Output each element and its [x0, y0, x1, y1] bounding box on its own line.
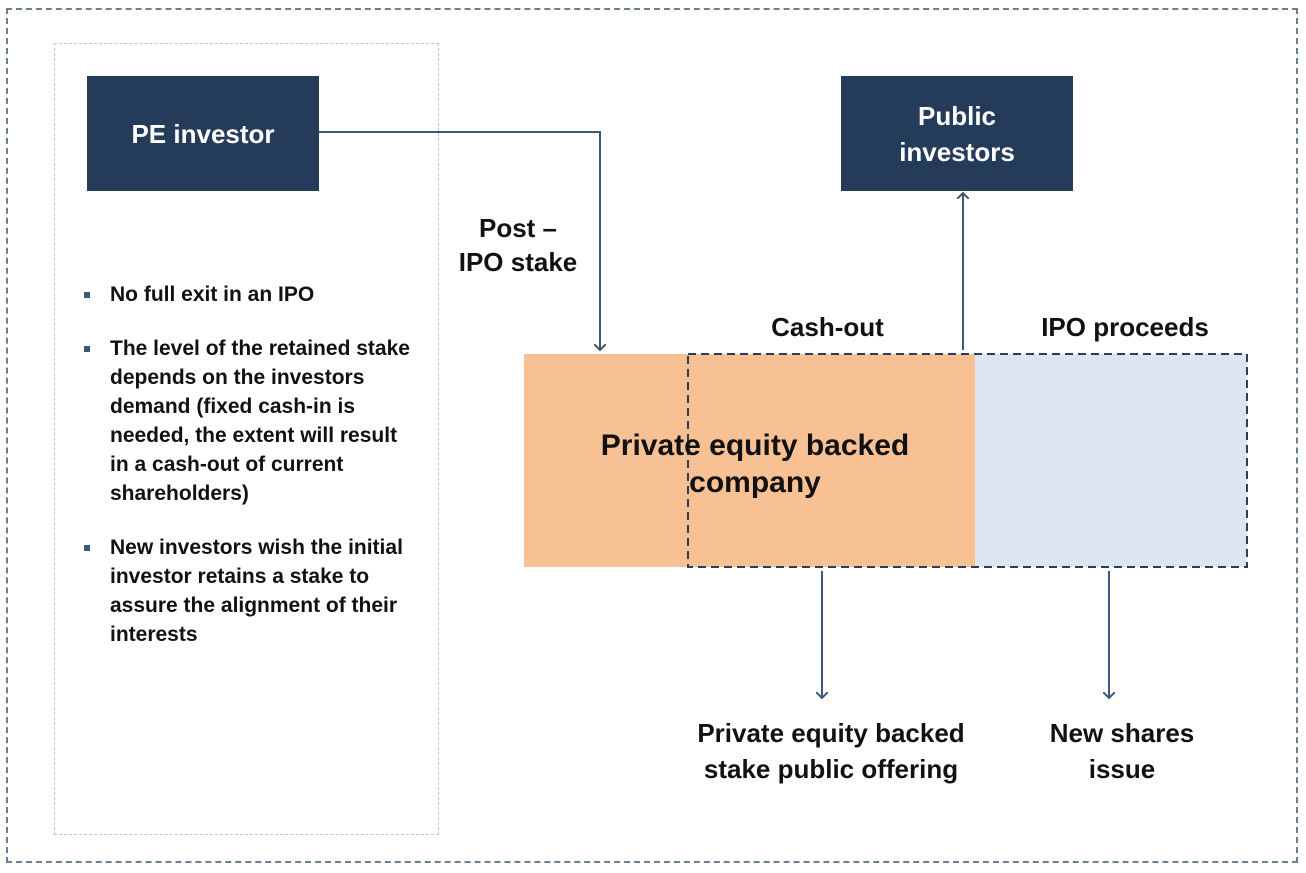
note-text: New investors wish the initial investor …	[110, 536, 403, 646]
pe-investor-box: PE investor	[87, 76, 319, 191]
post-ipo-stake-arrow	[319, 131, 600, 350]
pe-investor-label: PE investor	[131, 118, 275, 149]
outer-frame	[6, 8, 1298, 863]
bullet-icon	[84, 346, 90, 352]
ipo-proceeds-block	[975, 354, 1247, 567]
pe-stake-block	[524, 354, 975, 567]
notes-panel	[54, 43, 439, 835]
note-text: No full exit in an IPO	[110, 283, 315, 306]
offering-dashed-frame	[687, 353, 1248, 568]
notes-list: No full exit in an IPO The level of the …	[80, 280, 410, 674]
new-shares-label: New shares issue	[1049, 718, 1195, 784]
bullet-icon	[84, 545, 90, 551]
cash-out-label: Cash-out	[771, 312, 884, 342]
note-item: The level of the retained stake depends …	[80, 334, 410, 508]
pe-offering-label: Private equity backed stake public offer…	[697, 718, 965, 784]
public-investors-box: Public investors	[841, 76, 1073, 191]
bullet-icon	[84, 292, 90, 298]
note-item: New investors wish the initial investor …	[80, 533, 410, 649]
post-ipo-stake-label: Post – IPO stake	[458, 213, 578, 277]
company-label: Private equity backed company	[600, 429, 910, 499]
public-investors-label: Public investors	[899, 100, 1015, 167]
note-item: No full exit in an IPO	[80, 280, 410, 309]
ipo-proceeds-label: IPO proceeds	[1041, 312, 1209, 342]
note-text: The level of the retained stake depends …	[110, 337, 410, 505]
